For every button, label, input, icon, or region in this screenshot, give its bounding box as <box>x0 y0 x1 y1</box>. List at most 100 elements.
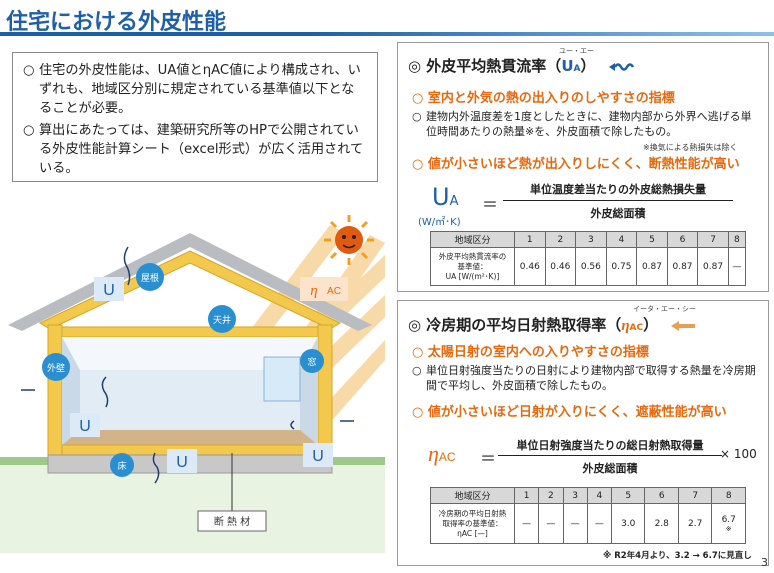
ua-standard-table: 地域区分 1 2 3 4 5 6 7 8 外皮平均熱貫流率の 基準値： UA [… <box>430 231 747 286</box>
ground <box>0 463 385 553</box>
ua-title-suffix: ） <box>580 57 596 75</box>
table-header-cell: 7 <box>677 487 713 504</box>
intro-text: 算出にあたっては、建築研究所等のHPで公開されている外皮性能計算シート（exce… <box>39 123 364 176</box>
table-cell: 0.46 <box>544 247 577 286</box>
bullet-circle-icon: ○ <box>412 110 422 123</box>
label-floor: 床 <box>110 453 134 477</box>
table-header-cell: 4 <box>605 231 638 248</box>
eta-multiplier: × 100 <box>720 447 757 461</box>
page-number: 3 <box>761 556 768 569</box>
table-header-cell: 4 <box>586 487 613 504</box>
svg-text:AC: AC <box>327 286 341 297</box>
u-box: U <box>94 277 124 301</box>
bullet-circle-icon: ○ <box>23 123 35 138</box>
svg-text:U: U <box>312 448 324 465</box>
intro-text: 住宅の外皮性能は、UA値とηAC値により構成され、いずれも、地域区分別に規定され… <box>39 63 361 116</box>
eta-title-suffix: ） <box>643 316 659 334</box>
footnote: ※ R2年4月より、3.2 → 6.7に見直し <box>603 551 752 561</box>
ua-formula-eq: ＝ <box>482 195 499 214</box>
table-header-cell: 1 <box>514 231 546 248</box>
svg-text:η: η <box>310 283 317 299</box>
svg-text:窓: 窓 <box>307 356 316 368</box>
ua-ruby: ユー・エー <box>559 47 594 55</box>
table-header-cell: 1 <box>513 487 540 504</box>
ua-title-sub: A <box>573 64 581 74</box>
table-row: 冷房期の平均日射熱 取得率の基準値： ηAC [—] — — — — 3.0 2… <box>430 503 746 544</box>
table-row-label: 外皮平均熱貫流率の 基準値： UA [W/(m²･K)] <box>430 247 515 286</box>
table-cell-note: ※ <box>725 524 732 533</box>
ua-wave-arrow-icon <box>608 62 634 71</box>
svg-text:U: U <box>79 418 91 435</box>
intro-item: ○ 住宅の外皮性能は、UA値とηAC値により構成され、いずれも、地域区分別に規定… <box>23 61 367 118</box>
sun-icon <box>324 215 374 265</box>
ceiling-surface <box>62 337 318 370</box>
table-header-cell: 5 <box>610 487 646 504</box>
u-box: U <box>167 449 197 473</box>
eta-ac-box: η AC <box>300 277 348 301</box>
ua-note: ※換気による熱損失は除く <box>643 143 738 152</box>
intro-item: ○ 算出にあたっては、建築研究所等のHPで公開されている外皮性能計算シート（ex… <box>23 121 367 178</box>
row-label-line: 外皮平均熱貫流率の <box>438 251 507 261</box>
ua-denominator: 外皮総面積 <box>590 207 646 220</box>
ua-formula-symbol: UA <box>432 183 458 211</box>
table-header-label: 地域区分 <box>430 231 515 248</box>
eta-denominator: 外皮総面積 <box>582 462 638 475</box>
table-cell: 2.8 <box>644 503 679 544</box>
ua-panel: ユー・エー ◎ 外皮平均熱貫流率（UA） ○ 室内と外気の熱の出入りのしやすさの… <box>397 42 769 292</box>
table-cell: 0.87 <box>636 247 668 286</box>
table-cell: 6.7 ※ <box>711 503 746 544</box>
row-label-line: 取得率の基準値： <box>442 518 503 528</box>
svg-text:U: U <box>103 282 115 299</box>
ua-body-text: 建物内外温度差を1度としたときに、建物内部から外界へ逃げる単位時間あたりの熱量※… <box>426 110 752 138</box>
table-cell: 0.87 <box>666 247 699 286</box>
label-insulation: 断 熱 材 <box>197 510 267 532</box>
eta-panel: イータ・エー・シー ◎ 冷房期の平均日射熱取得率（ηAC） ○ 太陽日射の室内へ… <box>397 300 769 566</box>
row-label-line: UA [W/(m²･K)] <box>445 271 500 281</box>
eta-formula-sub: AC <box>438 450 456 464</box>
eta-standard-table: 地域区分 1 2 3 4 5 6 7 8 冷房期の平均日射熱 取得率の基準値： … <box>430 487 746 544</box>
table-cell: 0.56 <box>575 247 607 286</box>
table-cell: — <box>538 503 564 544</box>
ua-title-prefix: ◎ 外皮平均熱貫流率（ <box>408 57 562 75</box>
table-header-cell: 6 <box>666 231 699 248</box>
eta-formula-eta: η <box>428 441 439 466</box>
table-cell: — <box>513 503 540 544</box>
eta-formula-eq: ＝ <box>480 449 497 468</box>
svg-text:断 熱 材: 断 熱 材 <box>214 515 250 528</box>
eta-body: ○ 単位日射強度当たりの日射により建物内部で取得する熱量を冷房期間で平均し、外皮… <box>412 363 762 393</box>
svg-text:床: 床 <box>117 460 126 472</box>
svg-text:天井: 天井 <box>213 314 231 326</box>
table-cell: 3.0 <box>610 503 646 544</box>
table-header-cell: 6 <box>644 487 679 504</box>
eta-ruby: イータ・エー・シー <box>633 305 696 313</box>
label-wall: 外壁 <box>42 353 70 381</box>
title-underline <box>0 32 774 36</box>
ua-formula-unit: (W/㎡･K) <box>418 217 461 228</box>
ua-title-symbol: U <box>561 57 574 75</box>
ua-numerator: 単位温度差当たりの外皮総熱損失量 <box>530 183 706 196</box>
ua-formula-sub: A <box>449 194 459 209</box>
label-roof: 屋根 <box>136 263 164 291</box>
table-cell-value: 6.7 <box>721 514 736 525</box>
left-wall-insulation <box>47 324 63 456</box>
table-cell: 0.87 <box>697 247 729 286</box>
table-header-cell: 8 <box>727 231 747 248</box>
u-box: U <box>70 413 100 437</box>
bullet-circle-icon: ○ <box>23 63 35 78</box>
table-header-cell: 3 <box>575 231 607 248</box>
ua-body: ○ 建物内外温度差を1度としたときに、建物内部から外界へ逃げる単位時間あたりの熱… <box>412 109 762 139</box>
eta-heading-2: ○ 値が小さいほど日射が入りにくく、遮蔽性能が高い <box>412 405 727 420</box>
eta-title-symbol: η <box>621 318 630 334</box>
ua-formula-u: U <box>432 183 450 211</box>
table-header-cell: 2 <box>538 487 564 504</box>
table-header-row: 地域区分 1 2 3 4 5 6 7 8 <box>430 231 747 248</box>
eta-formula-symbol: ηAC <box>428 441 456 467</box>
svg-text:U: U <box>176 454 188 471</box>
ua-title: ◎ 外皮平均熱貫流率（UA） <box>408 55 637 76</box>
svg-text:外壁: 外壁 <box>47 362 65 374</box>
table-header-cell: 7 <box>697 231 729 248</box>
bullet-circle-icon: ○ <box>412 364 422 377</box>
window <box>263 356 301 402</box>
eta-numerator: 単位日射強度当たりの総日射熱取得量 <box>516 439 704 452</box>
table-header-cell: 3 <box>562 487 588 504</box>
